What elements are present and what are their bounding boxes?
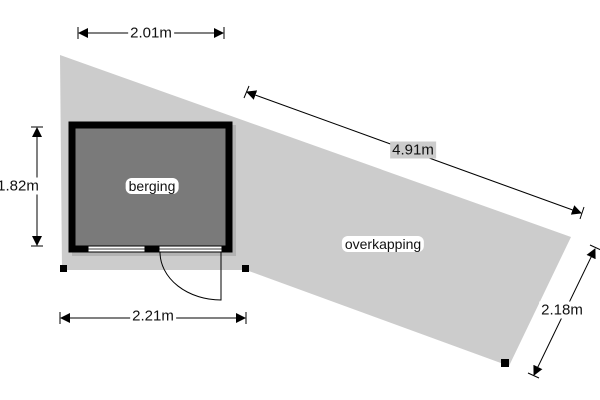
room-label-overkapping: overkapping [341, 236, 425, 252]
room-label-berging: berging [125, 178, 179, 194]
dim-label-right: 2.18m [539, 301, 585, 319]
column [242, 265, 249, 272]
dim-label-diagonal: 4.91m [390, 141, 436, 159]
dim-label-top: 2.01m [128, 24, 174, 42]
column [501, 359, 509, 367]
door-swing [159, 251, 222, 301]
dim-label-left: 1.82m [0, 177, 39, 195]
column [60, 265, 67, 272]
dim-label-bottom: 2.21m [130, 307, 176, 325]
